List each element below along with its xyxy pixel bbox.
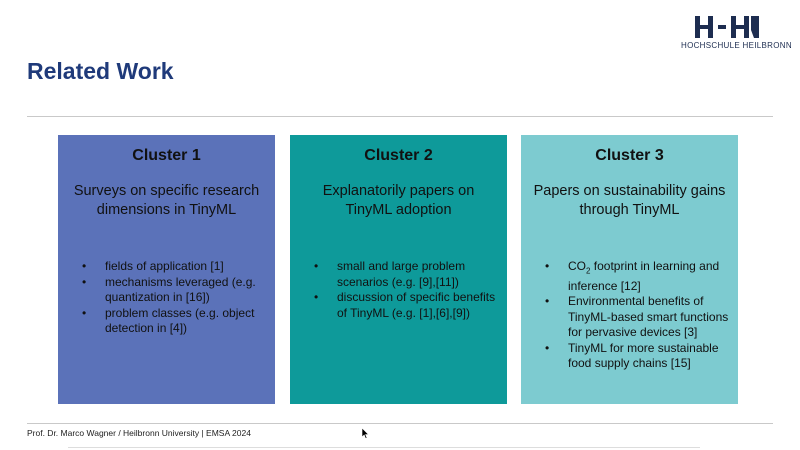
cluster-list: small and large problem scenarios (e.g. … (290, 259, 507, 321)
footer-text: Prof. Dr. Marco Wagner / Heilbronn Unive… (27, 428, 251, 438)
cluster-card-2: Cluster 2 Explanatorily papers on TinyML… (290, 135, 507, 404)
hhn-logo-mark-icon (695, 16, 759, 38)
list-item: mechanisms leveraged (e.g. quantization … (58, 275, 275, 306)
bottom-divider (27, 423, 773, 424)
cluster-title: Cluster 3 (595, 147, 664, 164)
cluster-subtitle: Explanatorily papers on TinyML adoption (322, 183, 475, 218)
list-item: Environmental benefits of TinyML-based s… (521, 294, 738, 341)
list-item-co2: CO2 footprint in learning and inference … (521, 259, 738, 294)
list-item: discussion of specific benefits of TinyM… (290, 290, 507, 321)
cluster-title: Cluster 2 (364, 147, 433, 164)
cluster-subtitle: Surveys on specific research dimensions … (73, 183, 260, 218)
logo-text: HOCHSCHULE HEILBRONN (681, 41, 792, 50)
cluster-card-1: Cluster 1 Surveys on specific research d… (58, 135, 275, 404)
top-divider (27, 116, 773, 117)
list-item: small and large problem scenarios (e.g. … (290, 259, 507, 290)
list-item: problem classes (e.g. object detection i… (58, 306, 275, 337)
footer-underline (68, 447, 700, 448)
list-item: TinyML for more sustainable food supply … (521, 341, 738, 372)
cluster-list: CO2 footprint in learning and inference … (521, 259, 738, 372)
cluster-title: Cluster 1 (132, 147, 201, 164)
cluster-subtitle: Papers on sustainability gains through T… (533, 183, 726, 218)
hhn-logo: HOCHSCHULE HEILBRONN (681, 16, 792, 50)
list-item: fields of application [1] (58, 259, 275, 275)
cluster-card-3: Cluster 3 Papers on sustainability gains… (521, 135, 738, 404)
cluster-list: fields of application [1] mechanisms lev… (58, 259, 275, 337)
page-title: Related Work (27, 58, 174, 84)
mouse-cursor-icon (362, 428, 369, 439)
